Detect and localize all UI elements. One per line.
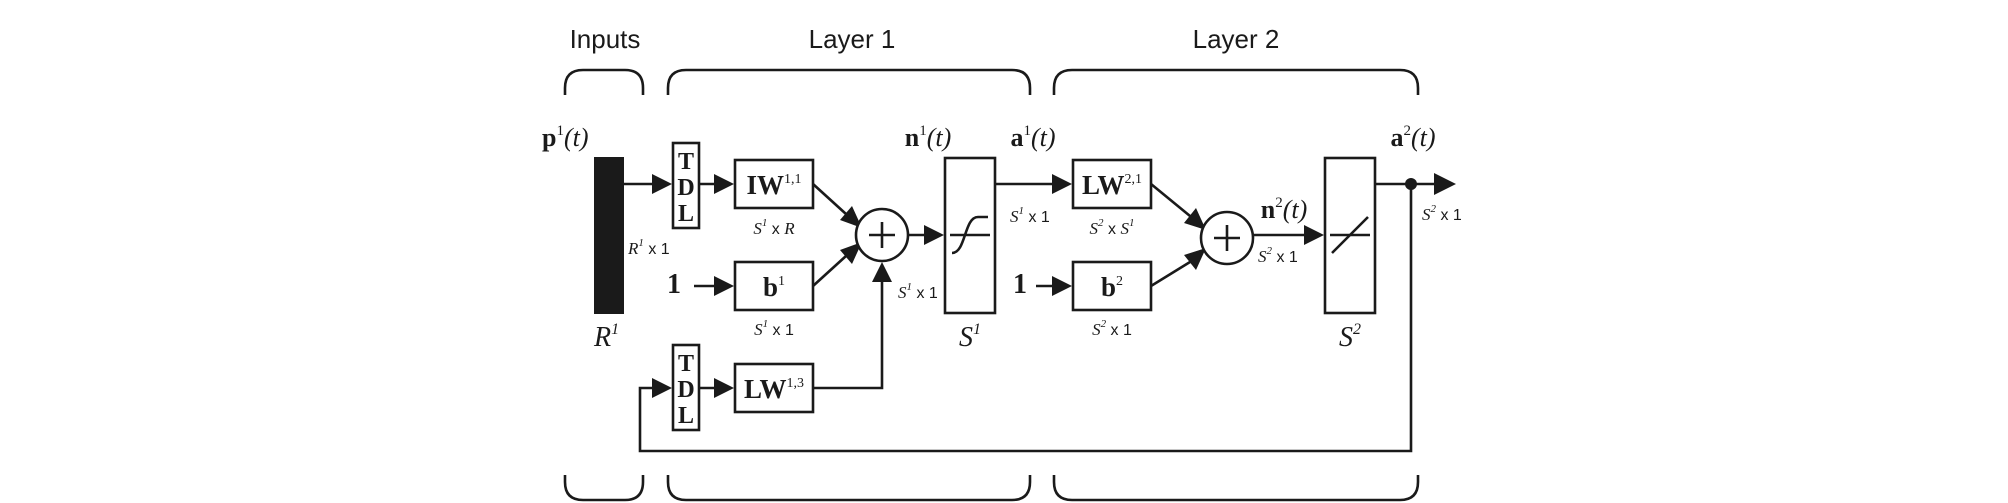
s1x1-n1-dim-label: S1 x 1	[898, 281, 938, 302]
arrowhead	[714, 378, 734, 398]
bias1-input-one: 1	[667, 269, 681, 300]
p1-signal-label: p1(t)	[542, 123, 589, 152]
s2x1-b2-dim-label: S2 x 1	[1092, 318, 1132, 339]
arrowhead	[1184, 248, 1206, 270]
s2x1-n2-dim-label: S2 x 1	[1258, 245, 1298, 266]
tdl-top-letter-d: D	[677, 175, 694, 201]
arrowhead	[652, 174, 672, 194]
layer1-bottom-brace	[666, 475, 1032, 502]
arrowhead	[1304, 225, 1324, 245]
arrowhead	[872, 262, 892, 282]
r1x1-dim-label: R1 x 1	[627, 237, 670, 258]
b1-to-sum1-line	[812, 255, 847, 287]
r1-size-label: R1	[593, 321, 619, 353]
tdl-block-top	[671, 141, 701, 230]
tdl-top-letter-l: L	[678, 201, 694, 227]
inputs-top-brace	[563, 68, 645, 95]
bias2-input-one: 1	[1013, 269, 1027, 300]
s1xr-dim-label: S1 x R	[753, 217, 795, 238]
arrowhead	[924, 225, 944, 245]
arrowhead	[1052, 174, 1072, 194]
tdl-top-letter-t: T	[678, 149, 694, 175]
a1-signal-label: a1(t)	[1010, 123, 1055, 152]
b2-label: b2	[1101, 272, 1123, 302]
s1-size-label: S1	[959, 321, 981, 353]
sigmoid-curve-icon	[950, 215, 990, 255]
layer2-bottom-brace	[1052, 475, 1420, 502]
feedback-loop-line	[638, 184, 1413, 453]
plus-icon	[1214, 225, 1240, 251]
arrowhead	[1052, 276, 1072, 296]
s1x1-b1-dim-label: S1 x 1	[754, 318, 794, 339]
s2x1-out-dim-label: S2 x 1	[1422, 203, 1462, 224]
inputs-bottom-brace	[563, 475, 645, 502]
b1-label: b1	[763, 272, 785, 302]
input-vector-bar	[594, 157, 624, 314]
arrowhead	[714, 276, 734, 296]
output-arrowhead	[1434, 173, 1456, 195]
tdl-bottom-letter-l: L	[678, 403, 694, 429]
arrowhead	[840, 206, 862, 228]
plus-icon	[869, 222, 895, 248]
b2-bias-block	[1071, 260, 1153, 312]
s2-size-label: S2	[1339, 321, 1361, 353]
layer2-heading: Layer 2	[1193, 24, 1280, 54]
inputs-heading: Inputs	[570, 24, 641, 54]
tdl-bottom-letter-d: D	[677, 377, 694, 403]
arrowhead	[840, 242, 862, 264]
a2-signal-label: a2(t)	[1390, 123, 1435, 152]
b2-to-sum2-line	[1150, 260, 1191, 288]
lw21-to-sum2-line	[1150, 182, 1191, 218]
lw21-weight-block	[1071, 158, 1153, 210]
layer2-top-brace	[1052, 68, 1420, 95]
lw21-label: LW2,1	[1082, 170, 1142, 200]
lw13-to-sum1-line	[813, 276, 884, 390]
s1x1-a1-dim-label: S1 x 1	[1010, 205, 1050, 226]
iw11-label: IW1,1	[746, 170, 801, 200]
lw13-weight-block	[733, 362, 815, 414]
linear-slope-icon	[1330, 216, 1370, 254]
arrowhead	[714, 174, 734, 194]
s2xs1-dim-label: S2 x S1	[1090, 217, 1135, 238]
b1-bias-block	[733, 260, 815, 312]
arrowhead	[1184, 208, 1206, 230]
lw13-label: LW1,3	[744, 374, 804, 404]
n1-signal-label: n1(t)	[905, 123, 952, 152]
feedback-arrowhead	[652, 378, 672, 398]
n2-signal-label: n2(t)	[1261, 195, 1308, 224]
iw-to-sum1-line	[812, 183, 847, 215]
layer1-top-brace	[666, 68, 1032, 95]
tdl-bottom-letter-t: T	[678, 351, 694, 377]
layer1-heading: Layer 1	[809, 24, 896, 54]
